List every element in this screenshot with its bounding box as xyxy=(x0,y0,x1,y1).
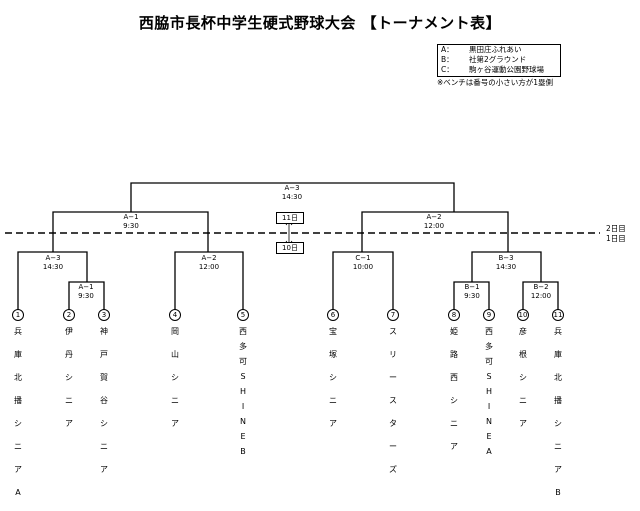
day-marker-lower: 10日 xyxy=(276,242,304,254)
legend-row-c: C： 駒ヶ谷運動公園野球場 xyxy=(438,65,560,75)
match-r1a: A−1 9:30 xyxy=(66,283,106,301)
page-title: 西脇市長杯中学生硬式野球大会 【トーナメント表】 xyxy=(138,14,502,32)
match-time: 12:00 xyxy=(198,263,220,271)
team-number: 8 xyxy=(448,309,460,321)
match-final: A−3 14:30 xyxy=(272,184,312,202)
bracket-qf2 xyxy=(174,251,244,310)
team-entry: 10 彦根シニア xyxy=(516,309,530,428)
match-semi1: A−1 9:30 xyxy=(111,213,151,231)
team-number: 11 xyxy=(552,309,564,321)
match-time: 10:00 xyxy=(352,263,374,271)
team-name: 神戸賀谷シニア xyxy=(100,327,108,474)
match-time: 14:30 xyxy=(42,263,64,271)
team-number: 4 xyxy=(169,309,181,321)
match-time: 9:30 xyxy=(464,292,480,300)
match-r1c: B−2 12:00 xyxy=(521,283,561,301)
bracket-qf1 xyxy=(17,251,88,310)
match-time: 12:00 xyxy=(530,292,552,300)
match-code: A−1 xyxy=(78,283,94,291)
team-number: 1 xyxy=(12,309,24,321)
match-time: 14:30 xyxy=(281,193,303,201)
team-name: 姫路西シニア xyxy=(450,327,458,451)
team-number: 10 xyxy=(517,309,529,321)
legend-row-a: A： 黒田庄ふれあい xyxy=(438,45,560,55)
legend-value: 黒田庄ふれあい xyxy=(469,45,522,54)
team-number: 2 xyxy=(63,309,75,321)
bracket-final xyxy=(130,182,455,212)
bracket-r1c xyxy=(522,281,559,310)
legend-key: C： xyxy=(441,65,454,74)
legend-value: 社第2グラウンド xyxy=(469,55,527,64)
match-code: A−1 xyxy=(123,213,139,221)
bench-note: ※ベンチは番号の小さい方が1塁側 xyxy=(437,78,554,87)
team-number: 5 xyxy=(237,309,249,321)
match-code: A−2 xyxy=(426,213,442,221)
team-entry: 6 宝塚シニア xyxy=(326,309,340,428)
bracket-qf4 xyxy=(471,251,542,282)
team-name: 岡山シニア xyxy=(171,327,179,428)
team-entry: 2 伊丹シニア xyxy=(62,309,76,428)
match-code: A−2 xyxy=(201,254,217,262)
team-name: 宝塚シニア xyxy=(329,327,337,428)
match-code: A−3 xyxy=(284,184,300,192)
bracket-r1a xyxy=(68,281,105,310)
match-semi2: A−2 12:00 xyxy=(414,213,454,231)
bracket-semi-right xyxy=(361,211,509,252)
team-number: 3 xyxy=(98,309,110,321)
match-time: 9:30 xyxy=(78,292,94,300)
team-number: 7 xyxy=(387,309,399,321)
bracket-qf3 xyxy=(332,251,394,310)
venue-legend: A： 黒田庄ふれあい B： 社第2グラウンド C： 駒ヶ谷運動公園野球場 xyxy=(437,44,561,77)
team-name: スリースターズ xyxy=(389,327,397,474)
team-number: 9 xyxy=(483,309,495,321)
legend-row-b: B： 社第2グラウンド xyxy=(438,55,560,65)
match-time: 12:00 xyxy=(423,222,445,230)
match-qf3: C−1 10:00 xyxy=(343,254,383,272)
bracket-r1b xyxy=(453,281,490,310)
match-code: B−1 xyxy=(464,283,480,291)
match-code: B−3 xyxy=(498,254,514,262)
match-qf2: A−2 12:00 xyxy=(189,254,229,272)
legend-key: A： xyxy=(441,45,454,54)
legend-key: B： xyxy=(441,55,454,64)
team-entry: 3 神戸賀谷シニア xyxy=(97,309,111,474)
match-qf1: A−3 14:30 xyxy=(33,254,73,272)
team-entry: 7 スリースターズ xyxy=(386,309,400,474)
day-label-lower: 1日目 xyxy=(606,234,626,243)
bracket-semi-left xyxy=(52,211,209,252)
match-time: 9:30 xyxy=(123,222,139,230)
team-entry: 8 姫路西シニア xyxy=(447,309,461,451)
match-qf4: B−3 14:30 xyxy=(486,254,526,272)
day-label-upper: 2日目 xyxy=(606,224,626,233)
team-name: 彦根シニア xyxy=(519,327,527,428)
match-code: B−2 xyxy=(533,283,549,291)
legend-value: 駒ヶ谷運動公園野球場 xyxy=(469,65,544,74)
team-name: 伊丹シニア xyxy=(65,327,73,428)
match-time: 14:30 xyxy=(495,263,517,271)
match-code: C−1 xyxy=(355,254,371,262)
team-entry: 4 岡山シニア xyxy=(168,309,182,428)
day-marker-upper: 11日 xyxy=(276,212,304,224)
match-code: A−3 xyxy=(45,254,61,262)
match-r1b: B−1 9:30 xyxy=(452,283,492,301)
team-number: 6 xyxy=(327,309,339,321)
